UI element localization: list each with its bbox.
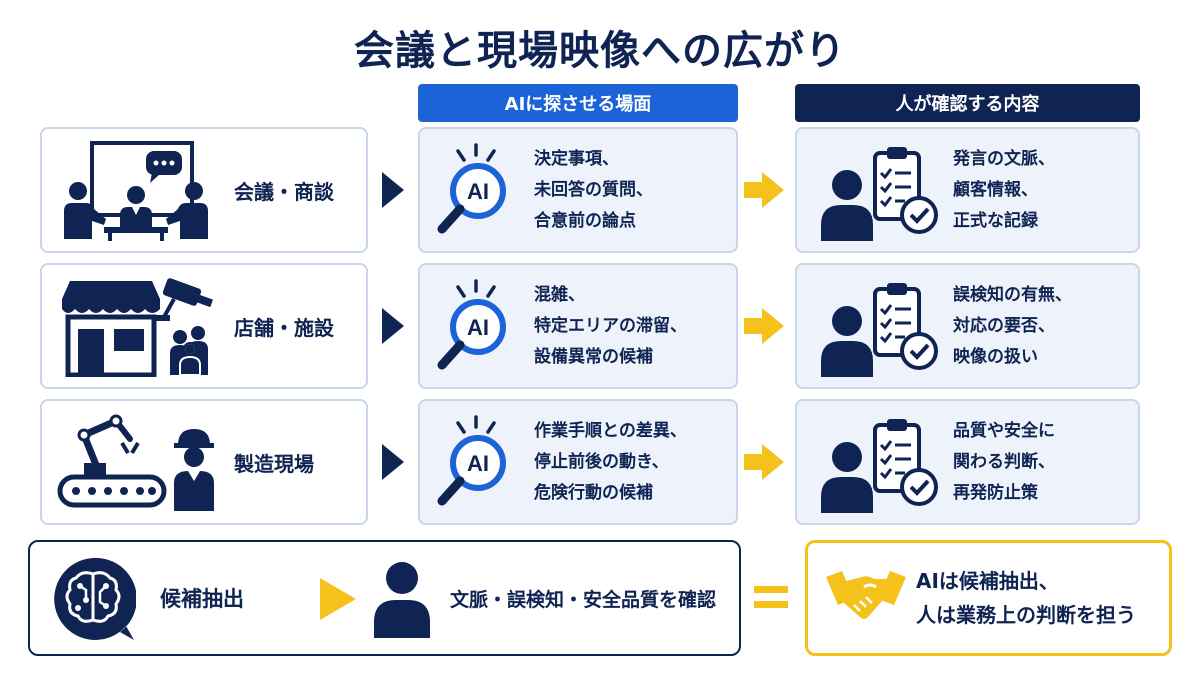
ai-magnifier-icon: AI — [437, 415, 506, 506]
page-title: 会議と現場映像への広がり — [354, 28, 846, 74]
ai-card: AI 決定事項、 未回答の質問、 合意前の論点 — [418, 127, 738, 253]
ai-magnifier-icon: AI — [437, 143, 506, 234]
human-line: 顧客情報、 — [953, 179, 1038, 200]
human-column-header: 人が確認する内容 — [795, 84, 1140, 122]
person-checklist-icon — [821, 283, 938, 377]
ai-line: 未回答の質問、 — [534, 179, 653, 200]
equals-icon — [754, 586, 788, 608]
human-description: 品質や安全に 関わる判断、 再発防止策 — [953, 401, 1133, 523]
category-card: 店舗・施設 — [40, 263, 368, 389]
human-line: 誤検知の有無、 — [953, 284, 1072, 305]
human-line: 映像の扱い — [953, 346, 1038, 367]
category-card: 会議・商談 — [40, 127, 368, 253]
row-store: 店舗・施設 AI 混雑、 特定エリアの滞留、 設備異常の候補 — [0, 263, 1200, 389]
ai-line: 設備異常の候補 — [534, 346, 653, 367]
human-line: 再発防止策 — [953, 482, 1038, 503]
ai-line: 危険行動の候補 — [534, 482, 653, 503]
ai-description: 作業手順との差異、 停止前後の動き、 危険行動の候補 — [534, 401, 734, 523]
ai-line: 特定エリアの滞留、 — [534, 315, 687, 336]
meeting-icon — [64, 141, 208, 241]
arrow-right-icon — [744, 308, 784, 344]
ai-line: 停止前後の動き、 — [534, 451, 669, 472]
category-label: 製造現場 — [234, 451, 314, 476]
human-line: 対応の要否、 — [953, 315, 1055, 336]
human-line: 発言の文脈、 — [953, 148, 1055, 169]
ai-line: 混雑、 — [534, 284, 585, 305]
brain-circuit-icon — [54, 557, 136, 640]
ai-magnifier-icon: AI — [437, 279, 506, 370]
arrow-right-icon — [744, 444, 784, 480]
human-card: 誤検知の有無、 対応の要否、 映像の扱い — [795, 263, 1140, 389]
ai-line: 合意前の論点 — [534, 210, 636, 231]
chevron-right-icon — [382, 444, 404, 480]
human-line: 品質や安全に — [953, 420, 1055, 441]
category-label: 会議・商談 — [234, 179, 334, 204]
row-meeting: 会議・商談 AI 決定事項、 未回答の質問、 合意前の論点 — [0, 127, 1200, 253]
ai-line: 決定事項、 — [534, 148, 619, 169]
arrow-right-icon — [744, 172, 784, 208]
summary-result-box: AIは候補抽出、 人は業務上の判断を担う — [805, 540, 1172, 656]
result-line: 人は業務上の判断を担う — [916, 603, 1136, 627]
chevron-right-icon — [320, 578, 356, 620]
summary-step-extract: 候補抽出 — [160, 587, 244, 611]
person-icon — [374, 562, 430, 638]
ai-description: 決定事項、 未回答の質問、 合意前の論点 — [534, 129, 734, 251]
ai-card: AI 混雑、 特定エリアの滞留、 設備異常の候補 — [418, 263, 738, 389]
handshake-icon — [826, 571, 906, 619]
row-factory: 製造現場 AI 作業手順との差異、 停止前後の動き、 危険行動の候補 — [0, 399, 1200, 525]
human-card: 品質や安全に 関わる判断、 再発防止策 — [795, 399, 1140, 525]
chevron-right-icon — [382, 308, 404, 344]
chevron-right-icon — [382, 172, 404, 208]
category-card: 製造現場 — [40, 399, 368, 525]
person-checklist-icon — [821, 147, 938, 241]
ai-column-header: AIに探させる場面 — [418, 84, 738, 122]
ai-badge-text: AI — [467, 179, 489, 204]
summary-step-verify: 文脈・誤検知・安全品質を確認 — [450, 588, 717, 611]
ai-badge-text: AI — [467, 451, 489, 476]
ai-card: AI 作業手順との差異、 停止前後の動き、 危険行動の候補 — [418, 399, 738, 525]
ai-line: 作業手順との差異、 — [534, 420, 687, 441]
ai-description: 混雑、 特定エリアの滞留、 設備異常の候補 — [534, 265, 734, 387]
result-line: AIは候補抽出、 — [916, 569, 1059, 593]
summary-result-text: AIは候補抽出、 人は業務上の判断を担う — [916, 543, 1166, 653]
summary-flow-box: 候補抽出 文脈・誤検知・安全品質を確認 — [28, 540, 741, 656]
human-description: 発言の文脈、 顧客情報、 正式な記録 — [953, 129, 1133, 251]
factory-robot-icon — [57, 414, 214, 511]
category-label: 店舗・施設 — [234, 315, 334, 340]
human-description: 誤検知の有無、 対応の要否、 映像の扱い — [953, 265, 1133, 387]
person-checklist-icon — [821, 419, 938, 513]
human-line: 関わる判断、 — [953, 451, 1055, 472]
ai-badge-text: AI — [467, 315, 489, 340]
human-card: 発言の文脈、 顧客情報、 正式な記録 — [795, 127, 1140, 253]
store-camera-icon — [62, 278, 213, 377]
human-line: 正式な記録 — [953, 210, 1038, 231]
